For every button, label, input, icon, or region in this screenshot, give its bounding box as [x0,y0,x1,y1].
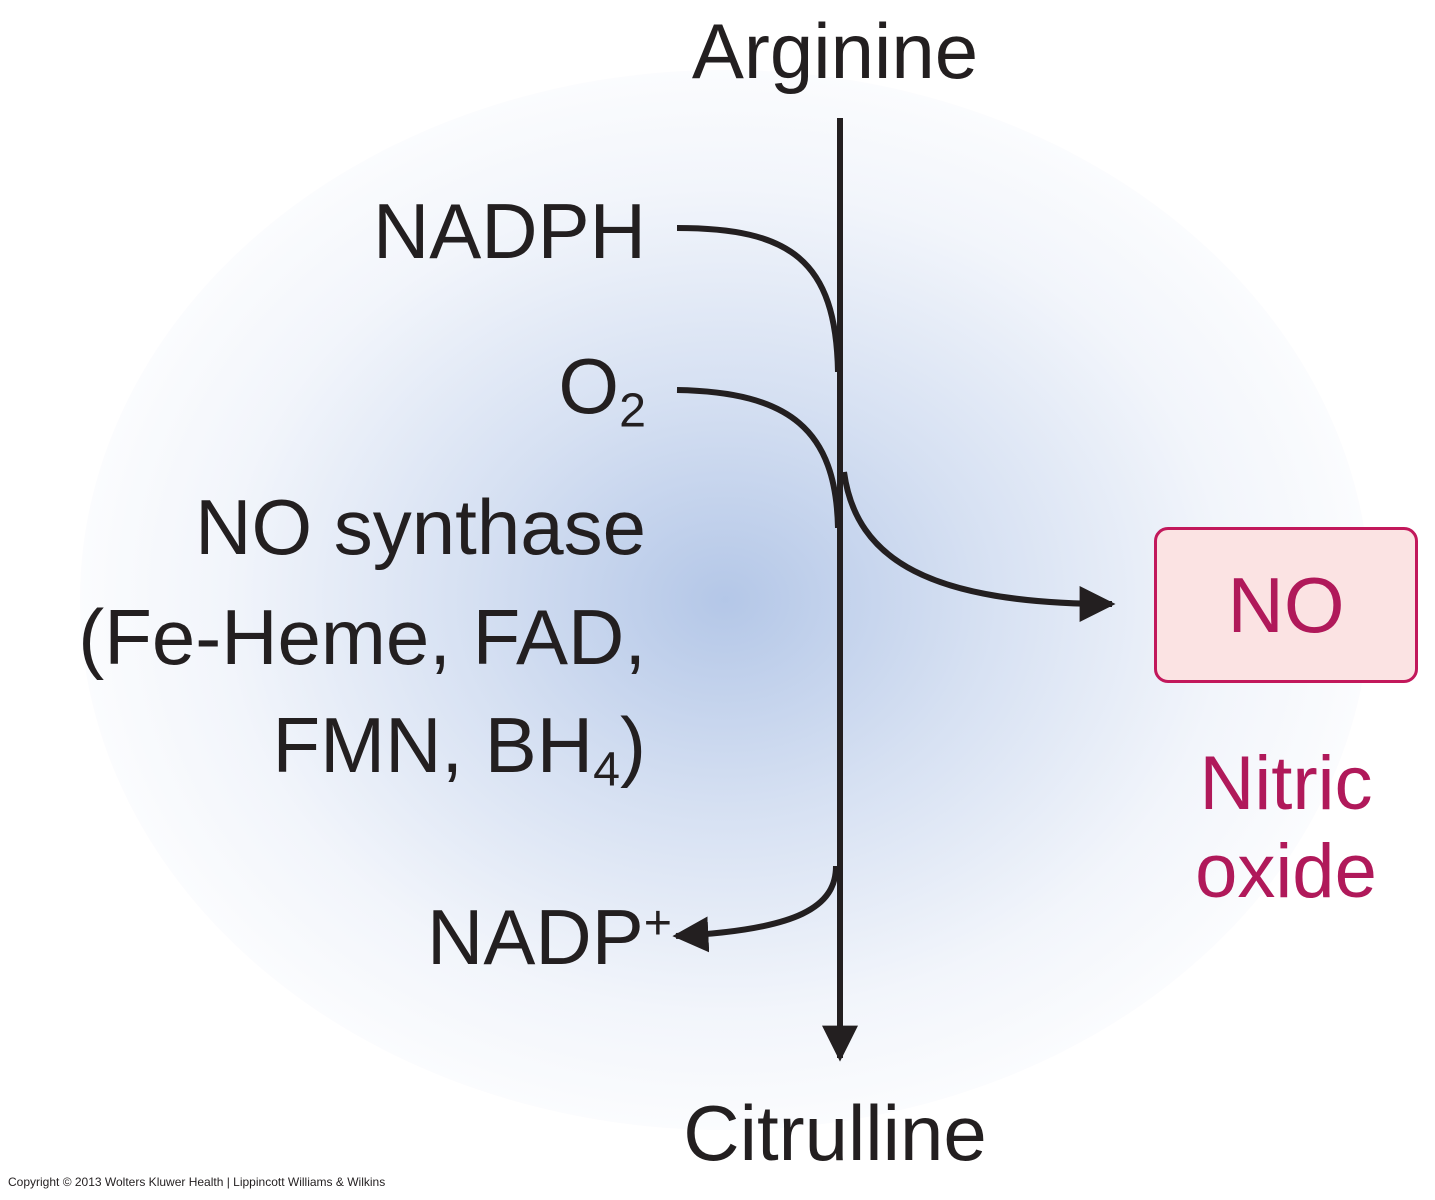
nadph-label: NADPH [372,187,646,275]
oxygen-symbol: O [558,342,620,430]
oxygen-subscript: 2 [619,383,646,438]
oxygen-label: O2 [400,347,646,435]
nitric-oxide-symbol: NO [1227,561,1345,649]
enzyme-cofactors-line1: (Fe-Heme, FAD, [78,593,646,681]
oxygen-input-curve [676,387,841,529]
nitric-oxide-box: NO [1154,527,1418,683]
nadp-output-arrow [672,865,839,953]
nitric-oxide-name: Nitric oxide [1154,740,1418,916]
nitric-oxide-name-line1: Nitric [1199,741,1373,826]
citrulline-label: Citrulline [683,1089,987,1177]
nadp-superscript: + [643,895,672,950]
enzyme-name: NO synthase [195,483,646,571]
no-output-arrow [841,471,1116,622]
nadp-symbol: NADP [427,893,644,981]
nitric-oxide-name-line2: oxide [1195,829,1377,914]
copyright-notice: Copyright © 2013 Wolters Kluwer Health |… [8,1175,386,1189]
nadph-input-curve [676,225,841,373]
arginine-label: Arginine [691,7,979,95]
bh4-subscript: 4 [593,742,621,797]
nadp-label: NADP+ [300,898,672,976]
enzyme-cofactors-line2: FMN, BH4) [272,701,646,797]
